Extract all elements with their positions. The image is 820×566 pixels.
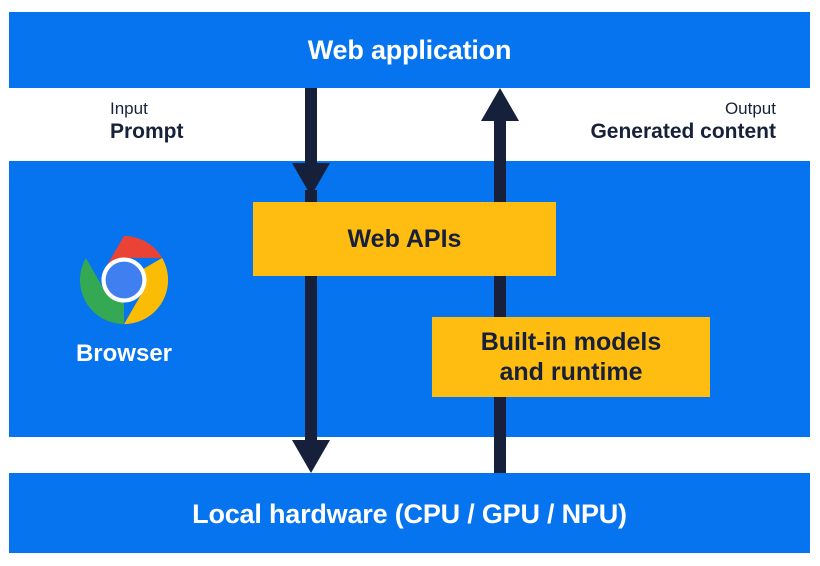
band-web-application: Web application: [9, 12, 810, 88]
box-built-in-models[interactable]: Built-in models and runtime: [432, 317, 710, 397]
band-web-application-label: Web application: [307, 35, 512, 65]
flow-input-value: Prompt: [110, 119, 184, 143]
box-web-apis-label: Web APIs: [347, 224, 462, 253]
chrome-logo-icon: [79, 235, 169, 325]
box-web-apis[interactable]: Web APIs: [253, 202, 556, 276]
flow-label-output: Output Generated content: [590, 99, 776, 144]
flow-output-value: Generated content: [590, 119, 776, 143]
band-browser-label: Browser: [75, 340, 173, 367]
band-local-hardware: Local hardware (CPU / GPU / NPU): [9, 473, 810, 553]
flow-label-input: Input Prompt: [110, 99, 184, 144]
band-local-hardware-label: Local hardware (CPU / GPU / NPU): [192, 499, 627, 529]
box-built-in-models-label: Built-in models and runtime: [480, 328, 662, 386]
flow-input-kind: Input: [110, 99, 148, 118]
flow-output-kind: Output: [724, 99, 776, 118]
